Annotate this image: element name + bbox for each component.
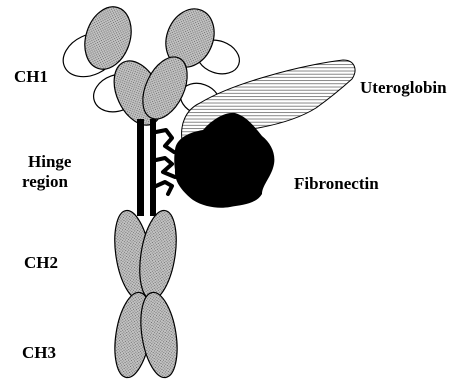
- heavy-chain-fc: [109, 208, 182, 380]
- connector-upper: [156, 130, 174, 152]
- ch3-label: CH3: [22, 343, 56, 362]
- uteroglobin-label: Uteroglobin: [360, 78, 447, 97]
- hinge-strands: [137, 119, 156, 216]
- hinge-strand-left: [137, 119, 144, 216]
- hinge-label-line2: region: [22, 172, 68, 191]
- connector-lower: [156, 182, 172, 194]
- ch1-label: CH1: [14, 67, 48, 86]
- fibronectin-label: Fibronectin: [294, 174, 379, 193]
- ch2-label: CH2: [24, 253, 58, 272]
- connector-middle: [156, 158, 175, 177]
- hinge-label-line1: Hinge: [28, 152, 71, 171]
- hinge-connectors: [156, 130, 175, 194]
